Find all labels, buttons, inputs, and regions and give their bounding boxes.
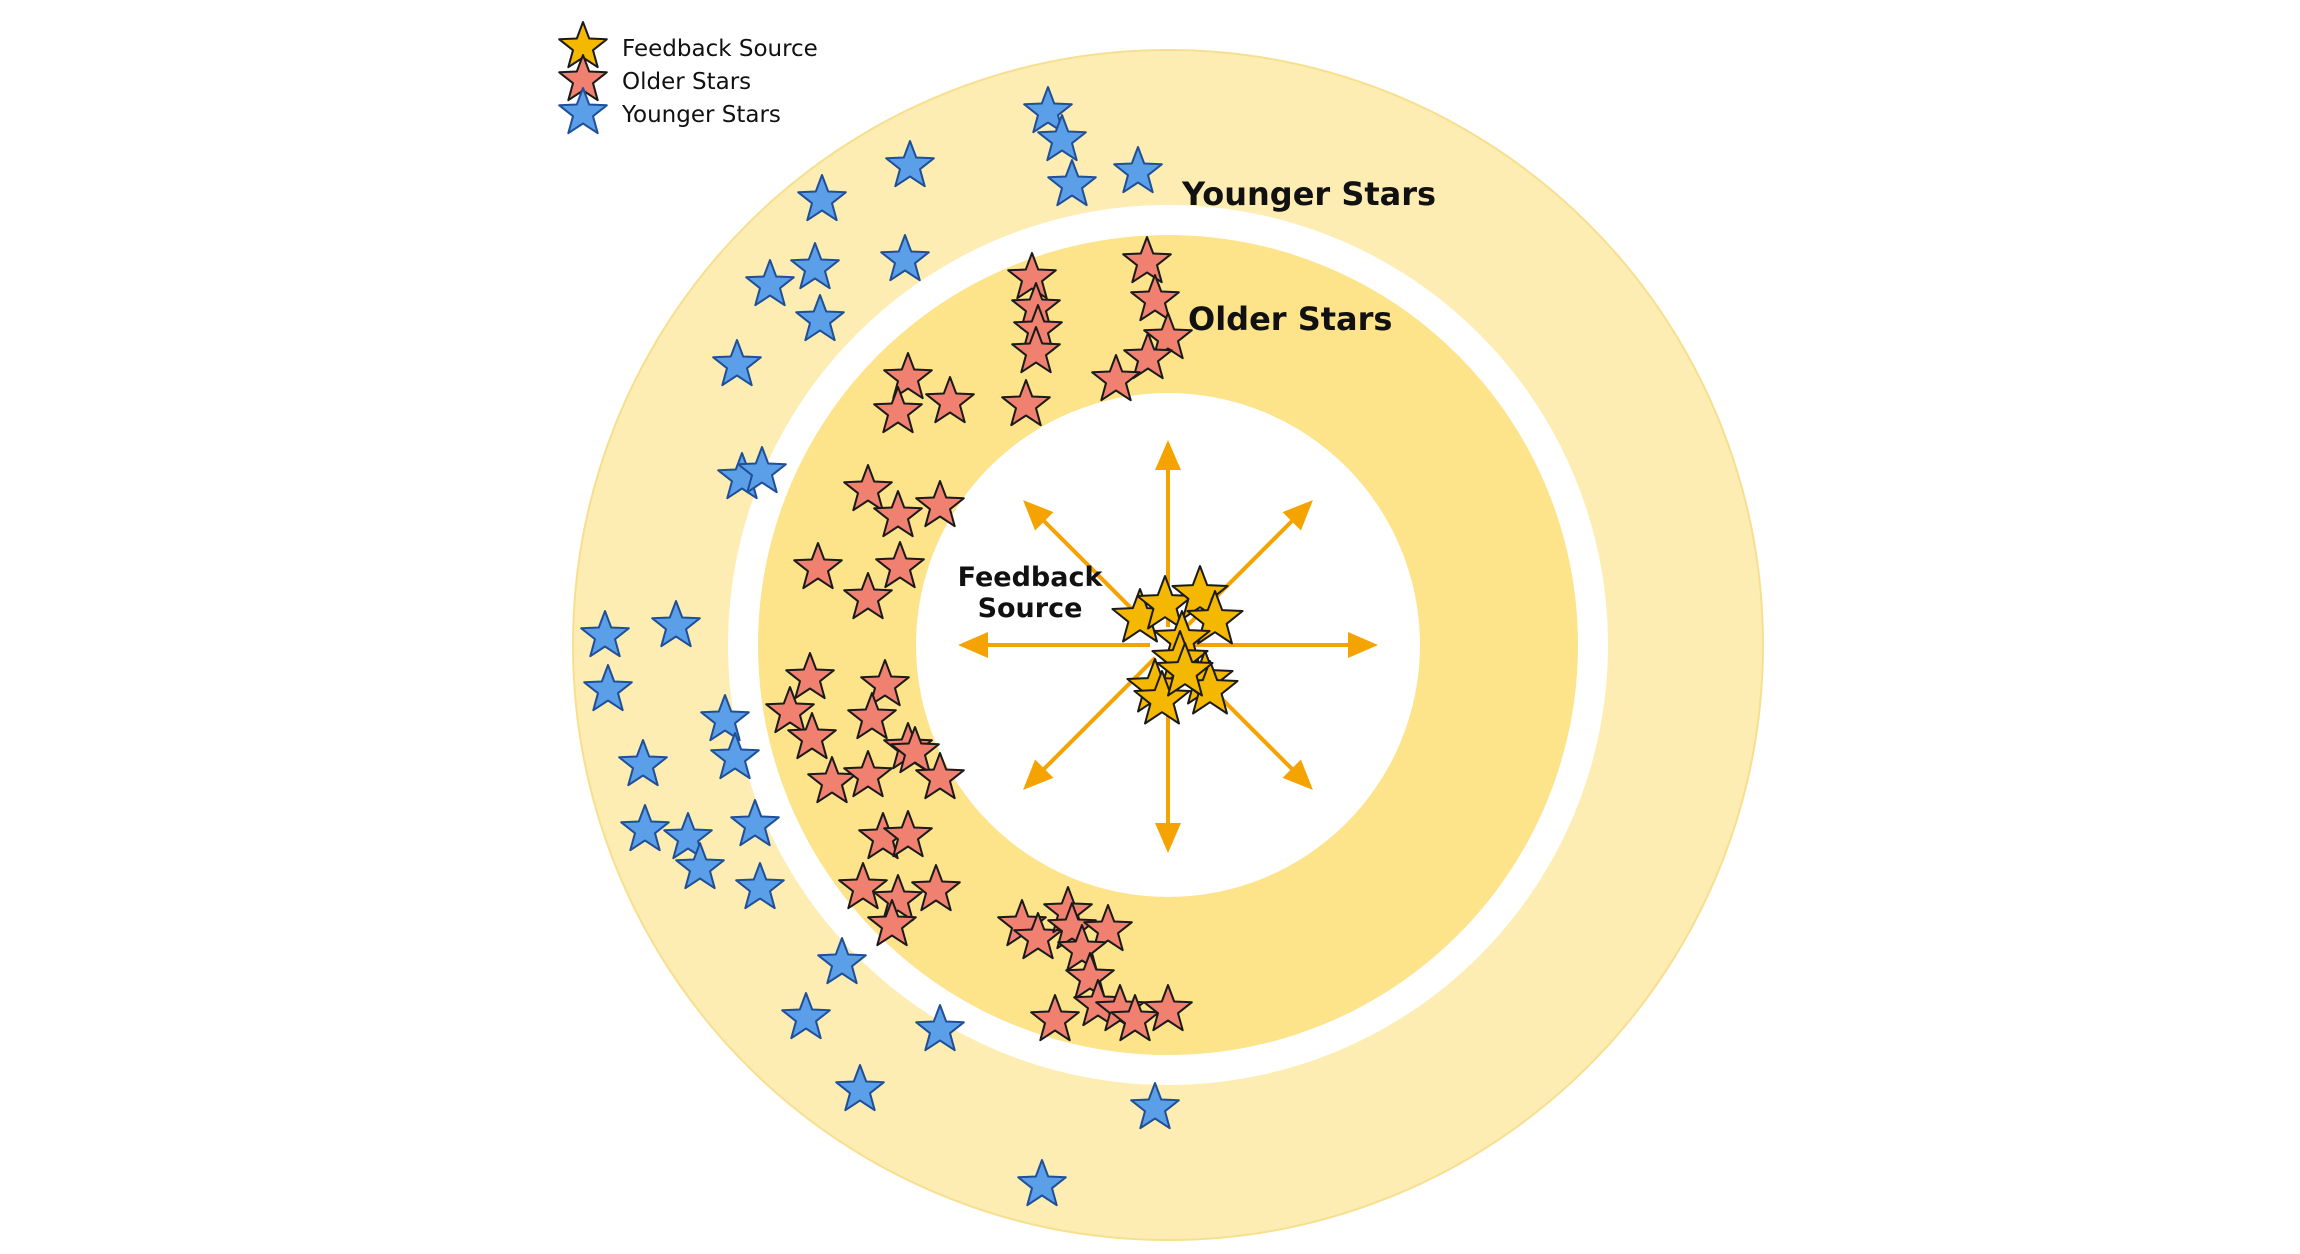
arrowhead — [1348, 632, 1378, 658]
older-star — [1123, 332, 1173, 380]
older-star — [843, 572, 893, 620]
older-star — [787, 712, 837, 760]
older-star — [925, 376, 975, 424]
older-star — [1143, 312, 1193, 360]
feedback-source-stars-group — [1111, 565, 1244, 725]
legend-feedback-source-label: Feedback Source — [622, 36, 818, 62]
older-star — [875, 541, 925, 589]
arrow-shaft — [1037, 656, 1157, 776]
older-star — [847, 692, 897, 740]
younger-star — [618, 739, 668, 787]
younger-star — [745, 259, 795, 307]
arrowhead — [1155, 440, 1181, 470]
feedback-source-star — [1171, 565, 1229, 620]
younger-star — [817, 937, 867, 985]
older-star — [867, 899, 917, 947]
younger-star — [1113, 146, 1163, 194]
older-star — [1030, 994, 1080, 1042]
older-star — [1110, 994, 1160, 1042]
younger-star — [580, 610, 630, 658]
younger-star — [663, 812, 713, 860]
arrowhead — [1282, 500, 1313, 531]
younger-star — [915, 1004, 965, 1052]
legend: Feedback Source Older Stars Younger Star… — [558, 21, 818, 135]
older-star — [873, 490, 923, 538]
older-star — [873, 386, 923, 434]
younger-star — [797, 174, 847, 222]
older-star — [1007, 252, 1057, 300]
older-star — [765, 686, 815, 734]
older-star — [843, 750, 893, 798]
older-star — [1047, 902, 1097, 950]
older-star — [883, 352, 933, 400]
feedback-source-label-line2: Source — [978, 593, 1083, 624]
younger-star — [880, 234, 930, 282]
older-star — [1130, 274, 1180, 322]
older-star — [883, 810, 933, 858]
younger-star — [583, 664, 633, 712]
older-star — [785, 652, 835, 700]
older-star — [1143, 984, 1193, 1032]
older-star — [1065, 952, 1115, 1000]
younger-stars-label: Younger Stars — [1181, 175, 1436, 213]
arrowhead — [1023, 500, 1054, 531]
older-star — [838, 862, 888, 910]
older-star — [873, 874, 923, 922]
older-stars-group — [765, 236, 1193, 1042]
younger-star — [620, 804, 670, 852]
younger-star — [735, 862, 785, 910]
younger-star — [885, 140, 935, 188]
legend-younger-stars-label: Younger Stars — [621, 102, 781, 128]
younger-star — [700, 694, 750, 742]
arrowhead — [1155, 823, 1181, 853]
younger-star — [835, 1064, 885, 1112]
older-star — [890, 726, 940, 774]
arrowhead — [958, 632, 988, 658]
younger-star — [1130, 1082, 1180, 1130]
older-stars-label: Older Stars — [1188, 300, 1392, 338]
older-star — [1057, 924, 1107, 972]
legend-older-stars-label: Older Stars — [622, 69, 751, 95]
feedback-source-star — [1133, 670, 1191, 725]
younger-star — [651, 600, 701, 648]
older-star — [1122, 236, 1172, 284]
younger-star — [1017, 1159, 1067, 1207]
younger-stars-group — [580, 86, 1180, 1207]
feedback-source-star — [1186, 590, 1244, 645]
younger-star — [1037, 114, 1087, 162]
older-star — [915, 752, 965, 800]
older-star — [793, 542, 843, 590]
feedback-source-star — [1156, 642, 1214, 697]
older-star — [911, 864, 961, 912]
legend-younger-stars-marker — [558, 87, 608, 135]
younger-star — [790, 242, 840, 290]
arrowhead — [1023, 759, 1054, 790]
older-star — [1091, 354, 1141, 402]
legend-star-icon — [558, 87, 608, 135]
older-star — [1083, 904, 1133, 952]
younger-star — [1023, 86, 1073, 134]
younger-star — [781, 992, 831, 1040]
younger-star — [730, 799, 780, 847]
older-star — [843, 464, 893, 512]
older-star — [1001, 379, 1051, 427]
younger-star — [1047, 159, 1097, 207]
younger-star — [737, 446, 787, 494]
older-star — [860, 659, 910, 707]
younger-star — [710, 732, 760, 780]
arrowhead — [1282, 759, 1313, 790]
older-star — [915, 480, 965, 528]
feedback-source-label-line1: Feedback — [958, 562, 1104, 593]
younger-star — [795, 294, 845, 342]
younger-star — [675, 842, 725, 890]
younger-star — [712, 339, 762, 387]
older-star — [1011, 326, 1061, 374]
